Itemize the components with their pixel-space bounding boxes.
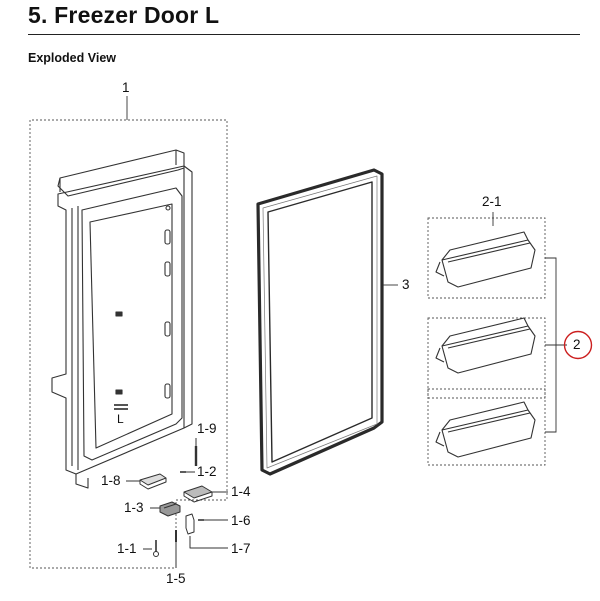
bin-box-bottom bbox=[427, 388, 546, 466]
bin-box-middle bbox=[427, 317, 546, 399]
callout-2-highlight-circle bbox=[563, 330, 593, 360]
leader-1-7 bbox=[189, 536, 228, 549]
callout-2-1: 2-1 bbox=[482, 194, 502, 209]
callout-1-2: 1-2 bbox=[197, 464, 217, 479]
page-title: 5. Freezer Door L bbox=[28, 2, 220, 28]
callout-3: 3 bbox=[402, 277, 410, 292]
door-gasket bbox=[256, 168, 398, 476]
callout-2: 2 bbox=[573, 337, 581, 352]
callout-1-1: 1-1 bbox=[117, 541, 137, 556]
callout-1-7: 1-7 bbox=[231, 541, 251, 556]
part-1-8-cover bbox=[126, 473, 167, 490]
callout-1-5: 1-5 bbox=[166, 571, 186, 586]
door-bin-bottom bbox=[435, 401, 536, 458]
part-1-3-bracket bbox=[150, 501, 181, 517]
part-1-1-screw bbox=[143, 540, 159, 557]
callout-1: 1 bbox=[122, 80, 130, 95]
callout-1-9: 1-9 bbox=[197, 421, 217, 436]
freezer-door-panel bbox=[51, 149, 193, 489]
callout-1-4: 1-4 bbox=[231, 484, 251, 499]
callout-1-8: 1-8 bbox=[101, 473, 121, 488]
door-bin-middle bbox=[435, 317, 536, 374]
hardware-parts bbox=[126, 438, 228, 568]
title-divider bbox=[28, 34, 580, 35]
section-subtitle: Exploded View bbox=[28, 51, 116, 65]
callout-1-3: 1-3 bbox=[124, 500, 144, 515]
callout-1-6: 1-6 bbox=[231, 513, 251, 528]
door-bins-group bbox=[427, 212, 593, 466]
door-side-marking: L bbox=[117, 412, 124, 426]
door-bin-top bbox=[435, 231, 536, 288]
part-1-7-hinge bbox=[185, 513, 228, 549]
part-1-4-plate bbox=[183, 485, 228, 503]
bin-box-top bbox=[427, 217, 546, 299]
